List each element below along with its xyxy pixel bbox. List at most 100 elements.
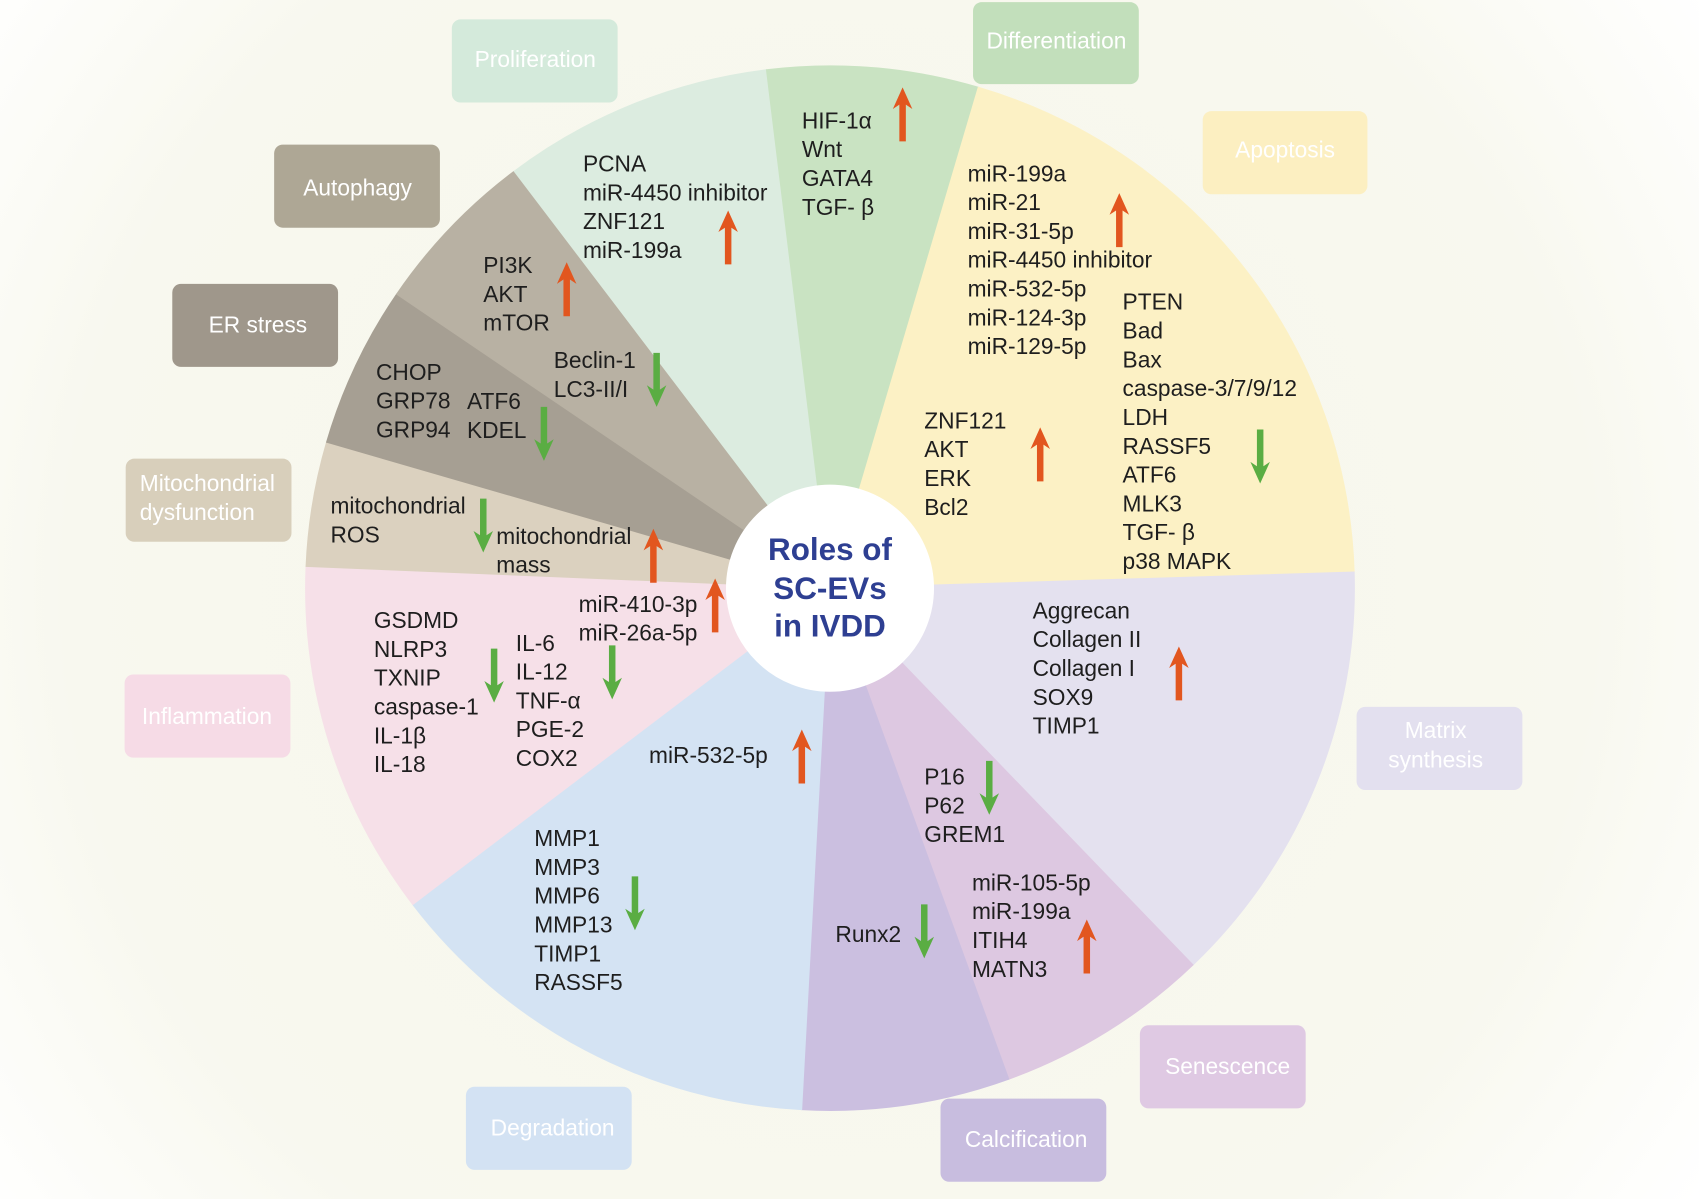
up-arrow-icon — [892, 87, 913, 142]
label-box-mitochondrial-dysfunction: Mitochondrial dysfunction — [125, 458, 292, 542]
proliferation-item: miR-199a — [583, 237, 682, 263]
mitochondrial-dysfunction-item: ROS — [330, 522, 379, 548]
up-arrow-icon — [1077, 919, 1097, 974]
matrix-synthesis-item: Collagen II — [1033, 626, 1142, 652]
category-label: synthesis — [1388, 746, 1483, 772]
inflammation-item: IL-12 — [516, 659, 568, 685]
label-box-er-stress: ER stress — [172, 283, 339, 367]
inflammation-item: COX2 — [516, 745, 578, 771]
senescence-item: ITIH4 — [972, 927, 1028, 953]
category-label: Degradation — [491, 1114, 615, 1140]
apoptosis-item: Bcl2 — [924, 494, 968, 520]
apoptosis-item: RASSF5 — [1123, 433, 1211, 459]
degradation-item: RASSF5 — [534, 969, 622, 995]
label-box — [125, 458, 292, 542]
category-label: Differentiation — [987, 28, 1127, 54]
label-box-matrix-synthesis: Matrix synthesis — [1356, 706, 1523, 790]
matrix-synthesis-item: Aggrecan — [1033, 597, 1130, 623]
center-hub: Roles of SC-EVs in IVDD — [725, 484, 935, 692]
autophagy-item: LC3-II/I — [554, 376, 629, 402]
sector-calcification — [801, 588, 1010, 1111]
differentiation-item: TGF- β — [802, 194, 874, 220]
apoptosis-item: miR-124-3p — [968, 304, 1087, 330]
apoptosis-item: caspase-3/7/9/12 — [1123, 375, 1297, 401]
label-box — [451, 19, 618, 103]
apoptosis-item: miR-199a — [968, 160, 1067, 186]
senescence-item: miR-105-5p — [972, 869, 1091, 895]
category-label: Apoptosis — [1235, 137, 1335, 163]
proliferation-item: PCNA — [583, 151, 647, 177]
degradation-item: miR-532-5p — [649, 742, 768, 768]
sector-wheel — [305, 65, 1355, 1111]
apoptosis-item: miR-21 — [968, 189, 1041, 215]
label-box — [940, 1098, 1107, 1182]
apoptosis-item: ERK — [924, 465, 971, 491]
calcification-group: Runx2 — [835, 904, 935, 959]
apoptosis-item: miR-129-5p — [968, 333, 1087, 359]
degradation-item: MMP6 — [534, 883, 600, 909]
inflammation-item: caspase-1 — [374, 694, 479, 720]
category-label: dysfunction — [140, 499, 255, 525]
apoptosis-list: PTENBadBaxcaspase-3/7/9/12LDHRASSF5ATF6M… — [1123, 289, 1297, 574]
down-arrow-icon — [473, 498, 494, 553]
apoptosis-item: miR-532-5p — [968, 276, 1087, 302]
inflammation-item: IL-6 — [516, 630, 555, 656]
label-box — [172, 283, 339, 367]
up-arrow-icon — [556, 262, 577, 317]
category-label: ER stress — [209, 311, 308, 337]
sector-apoptosis — [829, 86, 1355, 589]
label-box — [1356, 706, 1523, 790]
down-arrow-icon — [914, 904, 935, 959]
down-arrow-icon — [484, 648, 504, 703]
apoptosis-item: PTEN — [1123, 289, 1184, 315]
up-arrow-icon — [705, 578, 725, 633]
sector-autophagy — [395, 171, 831, 589]
degradation-item: MMP13 — [534, 912, 612, 938]
down-arrow-icon — [602, 645, 622, 700]
proliferation-item: ZNF121 — [583, 208, 665, 234]
degradation-item: MMP1 — [534, 825, 600, 851]
up-arrow-icon — [1169, 646, 1189, 701]
sector-degradation — [412, 587, 831, 1111]
label-box — [465, 1086, 632, 1170]
category-label: Mitochondrial — [140, 470, 275, 496]
apoptosis-item: AKT — [924, 436, 968, 462]
matrix-synthesis-item: SOX9 — [1033, 684, 1094, 710]
senescence-item: P62 — [924, 792, 964, 818]
sector-senescence — [829, 587, 1194, 1080]
inflammation-item: IL-1β — [374, 722, 426, 748]
apoptosis-item: MLK3 — [1123, 490, 1182, 516]
category-label: Proliferation — [475, 46, 596, 72]
label-box-inflammation: Inflammation — [124, 674, 291, 758]
inflammation-item: NLRP3 — [374, 636, 447, 662]
up-arrow-icon — [643, 528, 664, 583]
up-arrow-icon — [792, 729, 812, 784]
center-title-line: in IVDD — [774, 609, 886, 644]
label-box — [274, 144, 440, 228]
center-circle — [725, 484, 935, 692]
apoptosis-item: ZNF121 — [924, 407, 1006, 433]
category-label: Senescence — [1165, 1053, 1290, 1079]
er-stress-item: CHOP — [376, 359, 442, 385]
up-arrow-icon — [1030, 427, 1050, 482]
